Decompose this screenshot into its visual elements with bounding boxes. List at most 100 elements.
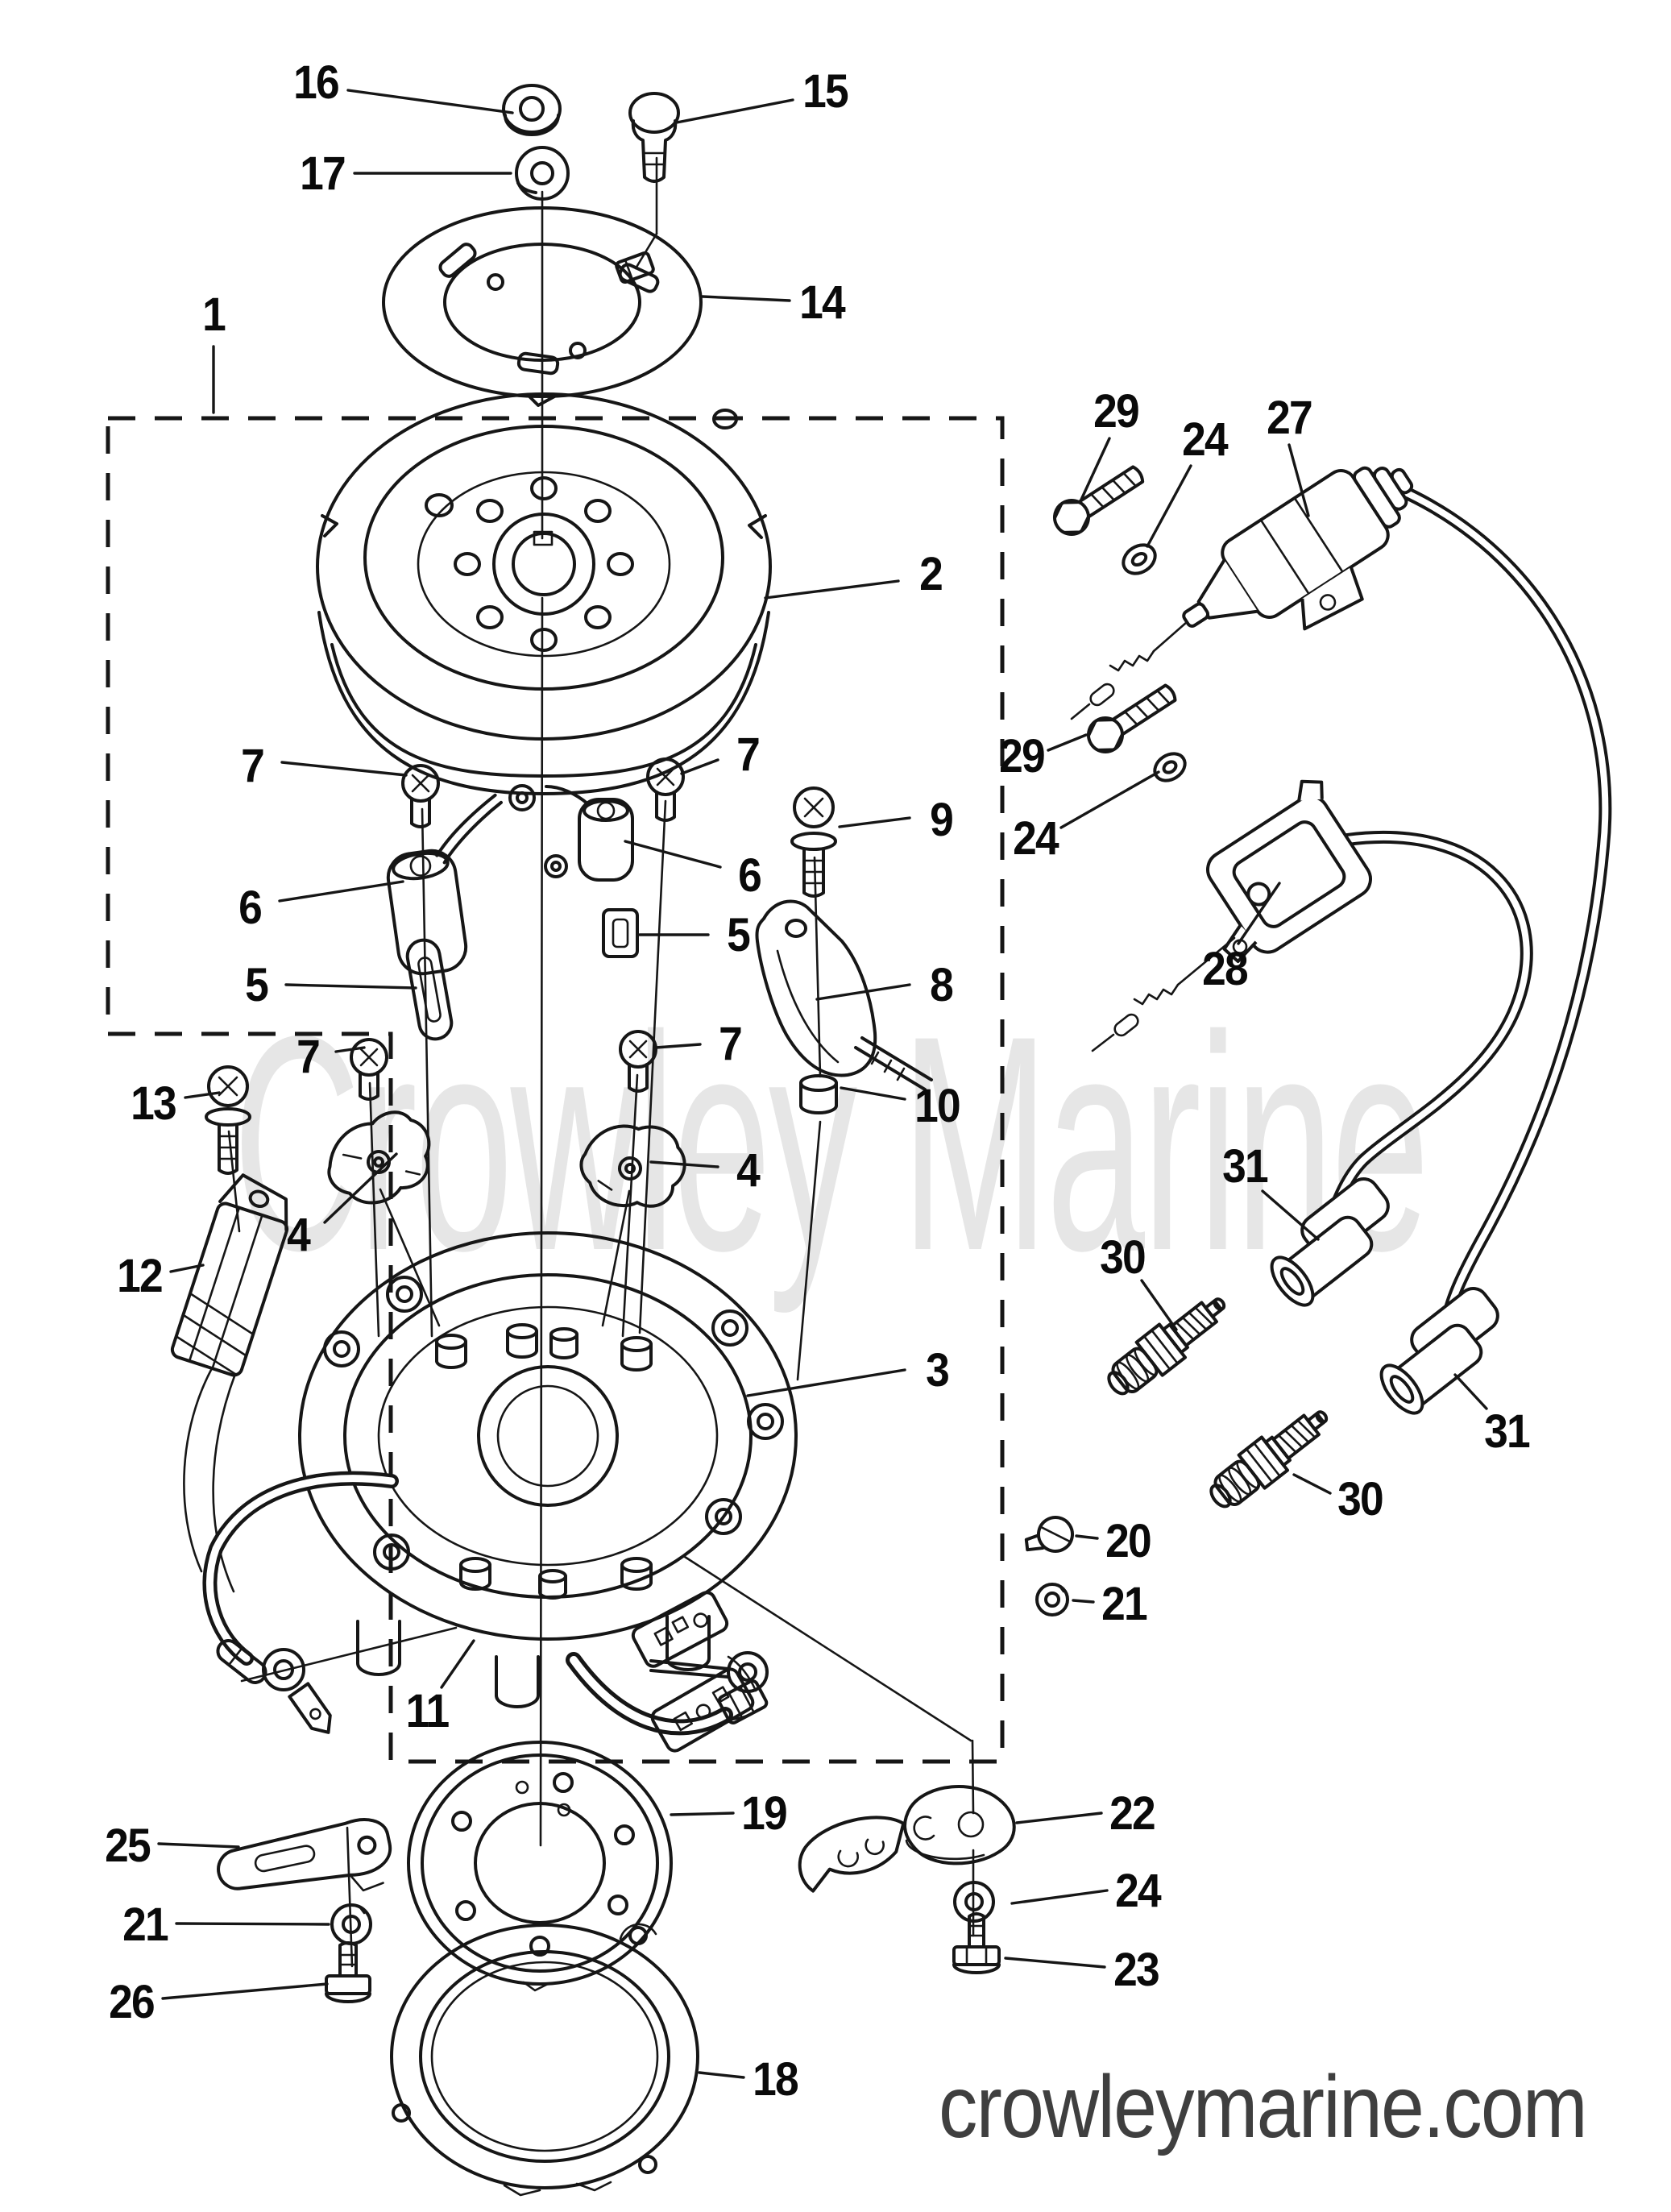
leader-line-30 — [1140, 1279, 1178, 1331]
washer-24-top — [1122, 543, 1157, 575]
connector-block-b — [650, 1667, 755, 1753]
screw-26 — [325, 1941, 371, 2003]
callout-29: 29 — [1093, 385, 1138, 438]
coil-6-left-terminal — [508, 784, 536, 811]
leader-line-14 — [701, 295, 791, 302]
leader-line-7 — [280, 761, 408, 777]
ignition-coil-28 — [1206, 779, 1372, 963]
leader-line-22 — [1015, 1812, 1103, 1824]
retainer-clip-14 — [615, 251, 655, 284]
screw-7-upper-left — [401, 764, 440, 828]
connector-block-a — [631, 1591, 729, 1668]
leader-line-29 — [1080, 437, 1111, 501]
callout-30: 30 — [1100, 1231, 1145, 1284]
callout-19: 19 — [741, 1787, 786, 1840]
callout-8: 8 — [930, 959, 953, 1011]
trigger-8 — [755, 899, 933, 1091]
coil-6-right — [545, 785, 634, 882]
callout-17: 17 — [300, 147, 345, 200]
clamp-22-hook — [798, 1816, 906, 1893]
leader-line-24 — [1146, 464, 1192, 548]
leader-line-11 — [440, 1639, 475, 1689]
leader-line-5 — [284, 983, 417, 990]
leader-line-30 — [1292, 1473, 1332, 1495]
callout-14: 14 — [799, 276, 846, 329]
callout-11: 11 — [406, 1685, 450, 1737]
leader-line-21 — [1072, 1599, 1095, 1604]
leader-line-31 — [1261, 1189, 1320, 1241]
callout-21: 21 — [122, 1899, 168, 1951]
callout-24: 24 — [1013, 812, 1059, 865]
spark-plug-30-lower — [1209, 1410, 1329, 1509]
footer-site-text: crowleymarine.com — [939, 2056, 1586, 2156]
callout-2: 2 — [919, 548, 942, 600]
leader-line-7 — [334, 1046, 366, 1053]
leader-line-31 — [1453, 1373, 1488, 1410]
leader-line-26 — [161, 1982, 329, 2000]
callout-6: 6 — [738, 849, 761, 902]
plug-boot-31-upper — [1270, 1177, 1390, 1307]
callout-20: 20 — [1105, 1515, 1151, 1567]
leader-line-23 — [1004, 1957, 1106, 1969]
ignition-coil-27 — [1182, 466, 1414, 631]
leader-line-27 — [1287, 443, 1310, 517]
leader-line-4 — [323, 1152, 398, 1224]
leader-line-2 — [764, 579, 900, 600]
leader-line-15 — [675, 98, 794, 124]
watermark-text: Crowley Marine — [233, 972, 1427, 1316]
callout-10: 10 — [914, 1080, 960, 1132]
callout-4: 4 — [736, 1144, 761, 1197]
callout-13: 13 — [131, 1077, 176, 1130]
leader-line-13 — [184, 1091, 221, 1099]
clamp-22-grommet — [903, 1785, 1016, 1865]
callout-30: 30 — [1337, 1473, 1383, 1525]
callout-9: 9 — [930, 794, 952, 846]
stator-harness-left — [202, 1471, 399, 1666]
callout-6: 6 — [238, 882, 261, 934]
leader-line-7 — [680, 758, 719, 775]
leader-line-19 — [670, 1812, 735, 1816]
washer-17 — [515, 146, 570, 201]
callout-7: 7 — [719, 1018, 741, 1070]
screw-7-lower-left — [350, 1038, 388, 1101]
base-ring-18 — [390, 1923, 699, 2197]
stator-plate-3 — [298, 1231, 798, 1708]
callout-25: 25 — [105, 1820, 151, 1872]
spark-plug-30-upper — [1107, 1297, 1226, 1396]
leader-line-6 — [278, 880, 404, 903]
callout-27: 27 — [1267, 392, 1312, 444]
connector-ring-right — [649, 1651, 769, 1693]
bushing-10 — [799, 1074, 838, 1114]
screw-23 — [952, 1912, 1001, 1974]
callout-16: 16 — [293, 56, 338, 109]
callout-15: 15 — [802, 65, 848, 118]
callout-24: 24 — [1182, 413, 1229, 466]
bracket-25 — [217, 1818, 392, 1892]
leader-line-12 — [169, 1264, 205, 1273]
leader-line-4 — [649, 1160, 719, 1168]
callout-26: 26 — [109, 1976, 154, 2028]
coil-28-lead — [1091, 936, 1236, 1052]
leader-line-24 — [1010, 1889, 1109, 1905]
callout-7: 7 — [296, 1031, 319, 1083]
clip-5-right — [602, 908, 639, 958]
callout-18: 18 — [753, 2053, 798, 2106]
assembly-box-outline — [106, 416, 1005, 1764]
coil-12 — [170, 1173, 289, 1377]
leader-line-18 — [698, 2071, 745, 2079]
bolt-29-top — [1053, 465, 1145, 536]
leader-line-10 — [840, 1086, 906, 1101]
callout-1: 1 — [202, 288, 226, 341]
leader-line-9 — [838, 816, 911, 828]
leader-line-3 — [746, 1368, 906, 1397]
terminal-spade-left — [288, 1682, 332, 1734]
callout-7: 7 — [241, 740, 263, 792]
nut-16 — [502, 84, 562, 136]
washer-24-bottom — [953, 1881, 995, 1923]
terminal-bullet-left — [216, 1639, 267, 1684]
bolt-15 — [628, 92, 680, 183]
callout-21: 21 — [1101, 1578, 1147, 1630]
callout-4: 4 — [287, 1209, 311, 1261]
